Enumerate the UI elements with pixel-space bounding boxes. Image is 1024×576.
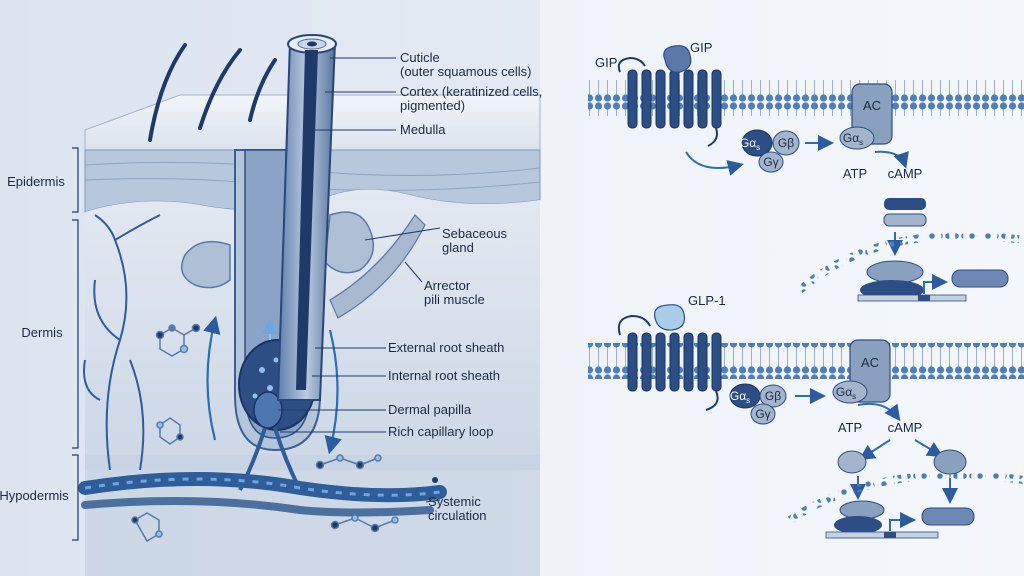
glp1-membrane (588, 343, 1024, 379)
glp1-ligand-shape (653, 304, 686, 331)
gip-g-alpha (741, 129, 773, 157)
surface-hair (198, 48, 242, 130)
gip-dna-strand (857, 294, 967, 302)
epidermis-label: Epidermis (7, 174, 65, 189)
surface-hair (248, 58, 277, 122)
flow-arrow (203, 315, 221, 441)
capillary-loop-label: Rich capillary loop (388, 424, 494, 439)
medulla-label: Medulla (400, 122, 446, 137)
gip-pathway-panel: GIP GIP AC Gαs Gβ Gγ Gαs ATP cAMP (588, 40, 1024, 302)
cortex-label: Cortex (keratinized cells, (400, 84, 542, 99)
hair-follicle-panel: Epidermis Dermis Hypodermis Cuticle (out… (0, 0, 542, 576)
glp1-g-gamma (750, 403, 776, 425)
molecule-group (330, 514, 399, 533)
arrector-pili-muscle (329, 214, 426, 319)
sebaceous-gland (180, 211, 375, 289)
glp1-effector-right (933, 449, 967, 475)
gip-membrane (588, 80, 1024, 116)
gip-nuclear-envelope (797, 231, 1024, 294)
medulla (296, 50, 318, 390)
systemic-vessel-secondary (81, 497, 434, 517)
gip-g-gamma (758, 151, 784, 173)
glp1-nuclear-envelope (787, 471, 1024, 524)
gip-ligand-shape (663, 45, 692, 73)
gip-g-gamma-label: Gγ (763, 155, 778, 169)
gip-ac-g-alpha (839, 126, 875, 150)
glp1-effector-left (837, 450, 867, 474)
dermis-label: Dermis (21, 325, 63, 340)
molecule-group (315, 454, 382, 470)
gip-atp-label: ATP (843, 166, 867, 181)
gip-effector-regulatory (883, 213, 927, 227)
gip-effector-catalytic (884, 198, 926, 210)
glp1-mrna (921, 507, 975, 526)
surface-hair (148, 43, 187, 142)
glp1-promoter (884, 532, 896, 538)
glp1-camp-label: cAMP (888, 420, 923, 435)
leader-lines (278, 57, 441, 503)
gip-g-beta (772, 130, 800, 156)
arrector-pili-sublabel: pili muscle (424, 292, 485, 307)
molecule-group (155, 323, 201, 357)
external-root-sheath-label: External root sheath (388, 340, 504, 355)
gip-receptor-c-terminus (707, 127, 718, 147)
gip-ac-label: AC (863, 98, 881, 113)
gip-ac-g-alpha-label: Gαs (843, 131, 863, 147)
glp1-ac-g-alpha (832, 380, 868, 404)
internal-root-sheath-label: Internal root sheath (388, 368, 500, 383)
glp1-g-alpha-label: Gαs (730, 389, 750, 405)
systemic-circulation-label: Systemic (428, 494, 481, 509)
molecule-group (156, 417, 184, 445)
gip-activation-arrow (685, 151, 744, 176)
dermal-papilla-label: Dermal papilla (388, 402, 472, 417)
glp1-transcription-factor-bottom (834, 516, 882, 534)
flow-arrow (324, 329, 342, 455)
gip-transcription-factor-top (866, 260, 924, 284)
sebaceous-gland-sublabel: gland (442, 240, 474, 255)
molecule-group (131, 512, 163, 543)
sebaceous-gland-label: Sebaceous (442, 226, 508, 241)
gip-ligand-label-left: GIP (595, 55, 617, 70)
glp1-ac-label: AC (861, 355, 879, 370)
glp1-dna-strand (825, 531, 939, 539)
gip-g-beta-label: Gβ (778, 136, 794, 150)
cortex-sublabel: pigmented) (400, 98, 465, 113)
gip-ligand-label-right: GIP (690, 40, 712, 55)
arrector-pili-label: Arrector (424, 278, 471, 293)
gip-mrna (951, 269, 1009, 288)
gip-receptor-n-terminus (617, 56, 646, 73)
capillary-network (83, 214, 161, 471)
hypodermis-label: Hypodermis (0, 488, 69, 503)
glp1-ac-g-alpha-label: Gαs (836, 385, 856, 401)
glp1-atp-arrow (857, 402, 901, 422)
gip-atp-arrow (874, 150, 909, 169)
gip-transcription-arrow (923, 274, 948, 294)
glp1-g-gamma-label: Gγ (755, 407, 770, 421)
systemic-flow (84, 477, 441, 497)
gip-promoter (918, 295, 930, 301)
glp1-pathway-panel: GLP-1 AC Gαs Gβ Gγ Gαs ATP cAMP (588, 293, 1024, 539)
glp1-receptor (627, 332, 722, 392)
glp1-receptor-c-terminus (705, 390, 719, 411)
hair-medulla-core (307, 41, 317, 47)
molecule-dot (432, 477, 438, 483)
glp1-ligand-label: GLP-1 (688, 293, 726, 308)
layer-brackets (72, 147, 79, 541)
glp1-receptor-n-terminus (617, 314, 651, 336)
glp1-g-beta (759, 384, 787, 408)
cuticle-label: Cuticle (400, 50, 440, 65)
gip-g-alpha-label: Gαs (740, 136, 760, 152)
glp1-transcription-arrow (889, 512, 916, 531)
cuticle-sublabel: (outer squamous cells) (400, 64, 532, 79)
glp1-atp-label: ATP (838, 420, 862, 435)
gip-receptor (627, 69, 722, 129)
systemic-circulation-sublabel: circulation (428, 508, 487, 523)
glp1-branch-arrow-left (858, 439, 891, 461)
glp1-g-beta-label: Gβ (765, 389, 781, 403)
glp1-branch-arrow-right (914, 439, 944, 458)
gip-camp-label: cAMP (888, 166, 923, 181)
